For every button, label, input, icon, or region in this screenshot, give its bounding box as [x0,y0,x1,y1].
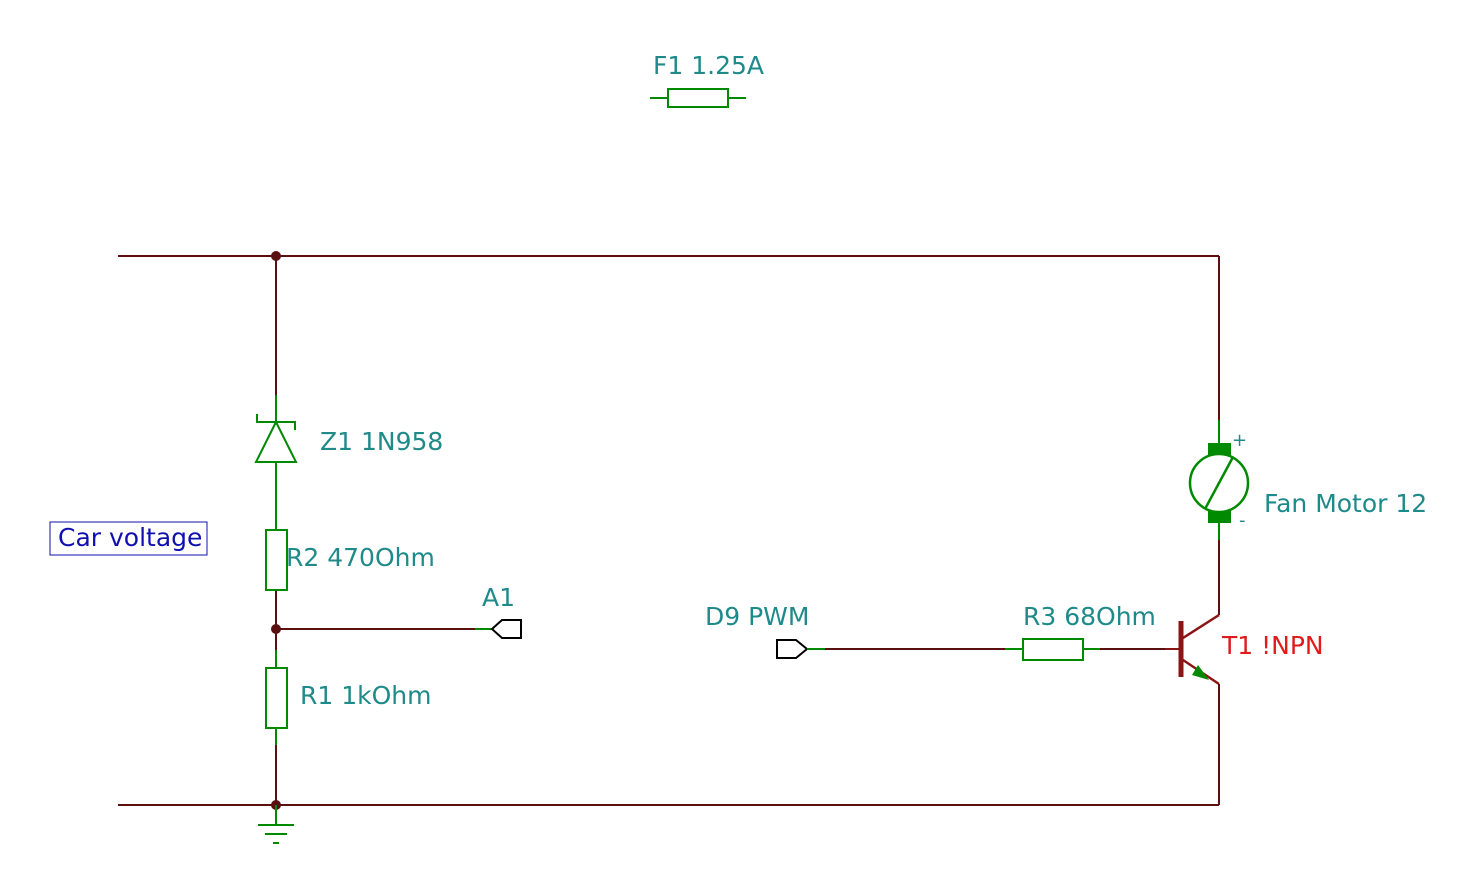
r1-label: R1 1kOhm [300,681,431,710]
a1-label: A1 [482,583,515,612]
top-rail-wire [118,255,1220,420]
fuse-label: F1 1.25A [653,51,764,80]
junction-dot [271,251,281,261]
fuse-f1 [650,88,746,108]
fan-motor [1188,420,1250,540]
zener-label: Z1 1N958 [320,427,443,456]
motor-plus-label: + [1232,430,1247,451]
transistor-t1 [1165,613,1220,700]
bottom-rail-wire [118,700,1220,806]
transistor-label: T1 !NPN [1221,631,1324,660]
connector-a1 [475,619,522,639]
divider-wires [275,256,475,805]
car-voltage-label: Car voltage [58,523,202,552]
emitter-arrow [1192,665,1209,680]
d9-label: D9 PWM [705,602,809,631]
connector-d9 [776,639,825,659]
motor-label: Fan Motor 12 [1264,489,1427,518]
r2-label: R2 470Ohm [286,543,435,572]
zener-diode-z1 [254,395,298,530]
car-voltage-tag: Car voltage [49,521,208,556]
junction-dot [271,624,281,634]
motor-minus-label: - [1239,510,1246,531]
resistor-r2 [265,529,288,591]
r3-label: R3 68Ohm [1023,602,1156,631]
resistor-r1 [265,650,288,745]
resistor-r3 [1005,638,1100,661]
ground-symbol [258,805,294,844]
